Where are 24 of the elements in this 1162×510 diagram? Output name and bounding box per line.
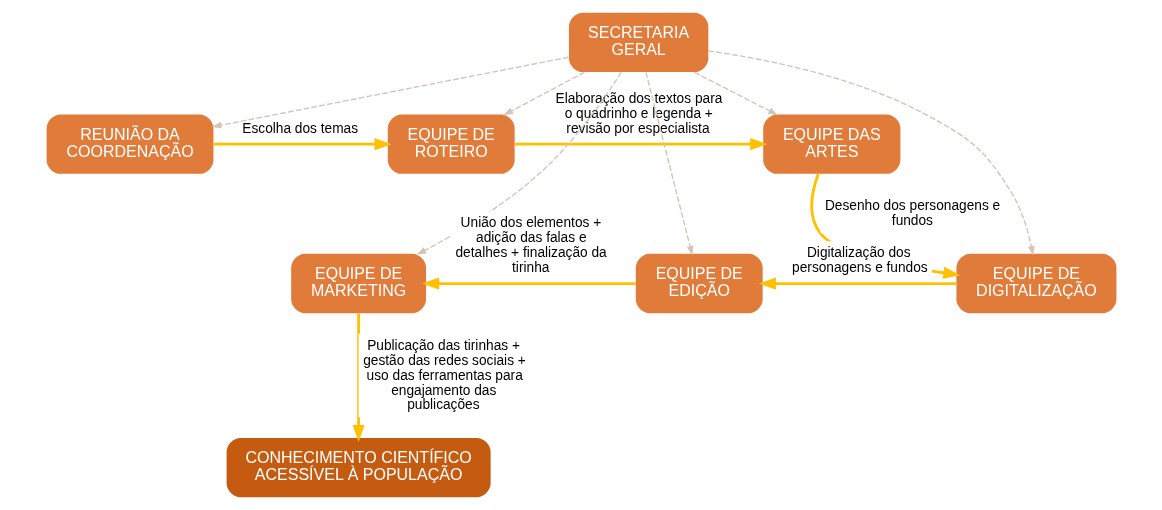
arrow [352, 313, 365, 443]
edge-label: Publicação das tirinhas + gestão das redes sociais + uso das ferramentas para engajamento das publicações [362, 337, 526, 413]
node-box: CONHECIMENTO CIENTÍFICO ACESSÍVEL À POPULAÇÃO [226, 437, 491, 498]
node-box: REUNIÃO DA COORDENAÇÃO [46, 114, 213, 174]
edge-label: Escolha dos temas [241, 120, 358, 136]
edge-label: Elaboração dos textos para o quadrinho e legenda + revisão por especialista [555, 91, 722, 136]
edge-label: Digitalização dos personagens e fundos [791, 244, 928, 275]
node-box: EQUIPE DE EDIÇÃO [635, 253, 763, 314]
arrow [693, 71, 778, 116]
arrow [514, 138, 767, 151]
arrow [421, 277, 636, 290]
node-box: EQUIPE DAS ARTES [762, 114, 900, 174]
edge-label: Desenho dos personagens e fundos [824, 197, 1000, 228]
arrow [502, 71, 585, 116]
node-box: EQUIPE DE DIGITALIZAÇÃO [955, 253, 1116, 314]
arrow [211, 56, 569, 129]
node-box: EQUIPE DE MARKETING [290, 253, 426, 314]
arrow [213, 138, 392, 151]
edge-label: União dos elementos + adição das falas e detalhes + finalização da tirinha [454, 215, 607, 275]
node-box: SECRETARIA GERAL [568, 12, 708, 73]
arrow [644, 71, 693, 256]
node-box: EQUIPE DE ROTEIRO [387, 114, 515, 174]
arrow [707, 50, 1035, 256]
arrow [758, 277, 956, 290]
